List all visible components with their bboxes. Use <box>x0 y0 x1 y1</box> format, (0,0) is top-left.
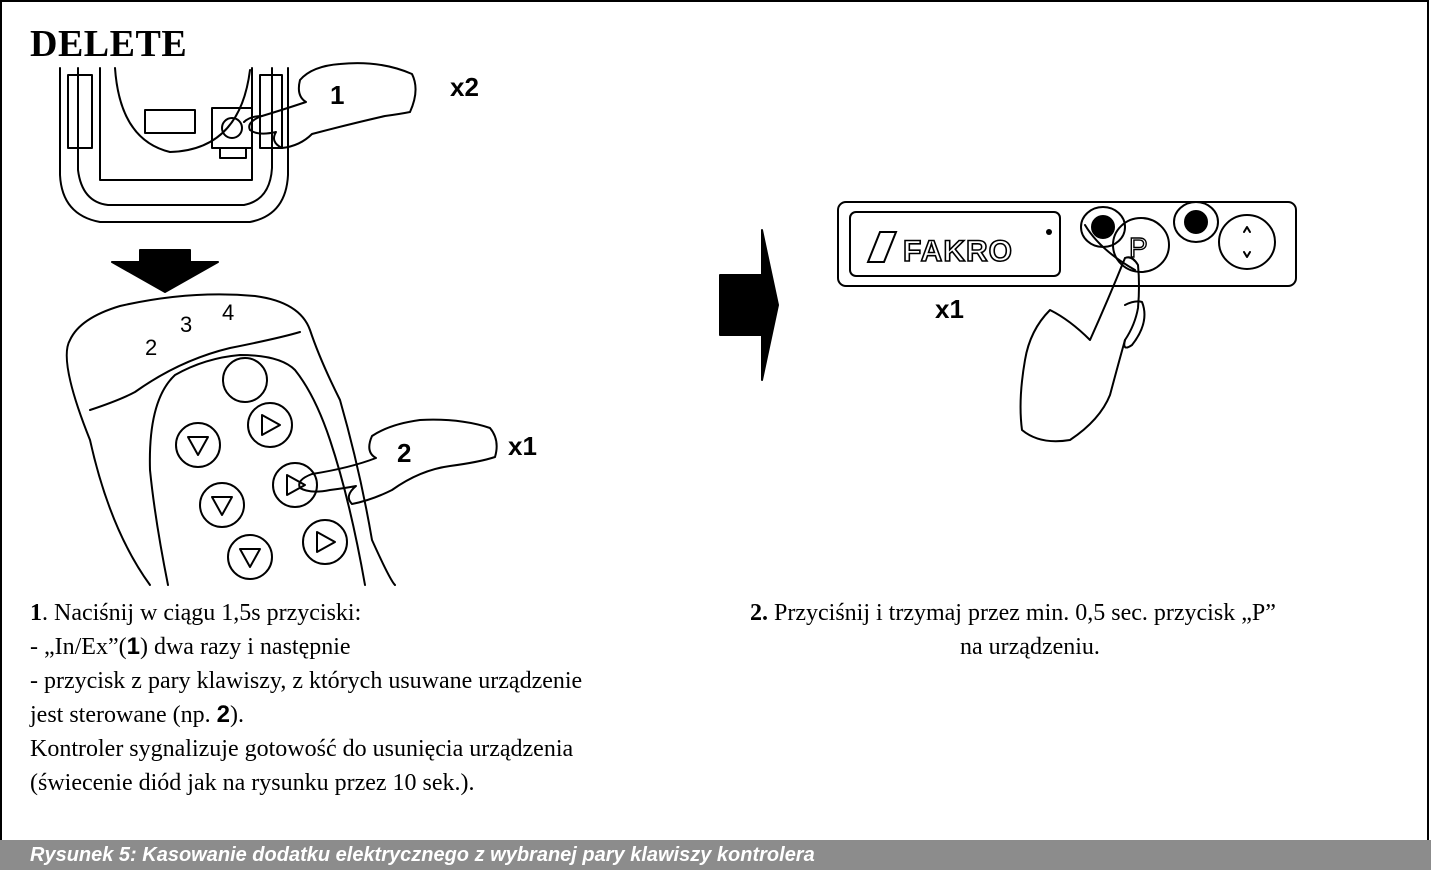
right-arrow <box>719 229 779 381</box>
step1-line: - „In/Ex”( <box>30 634 127 660</box>
step1-line: ) dwa razy i następnie <box>139 634 351 660</box>
step1-instructions: 1. Naciśnij w ciągu 1,5s przyciski: - „I… <box>30 596 582 800</box>
step1-number: 1 <box>30 600 42 626</box>
step1-line: . Naciśnij w ciągu 1,5s przyciski: <box>42 600 362 626</box>
step2-number: 2. <box>750 600 768 626</box>
step1-line-bold: 1 <box>126 633 140 660</box>
step1-line-bold: 2 <box>216 701 230 728</box>
brand-text: FAKRO <box>903 235 1013 268</box>
step1-line: (świecenie diód jak na rysunku przez 10 … <box>30 770 475 796</box>
receiver-panel-drawing <box>837 201 1297 443</box>
step1-line: Kontroler sygnalizuje gotowość do usunię… <box>30 736 574 762</box>
remote-key-number: 4 <box>222 300 234 325</box>
step1-line: jest sterowane (np. <box>30 702 217 728</box>
step2-label: 2 <box>397 438 411 468</box>
step1-repeat: x2 <box>450 72 479 102</box>
step1-line: ). <box>229 702 244 728</box>
step2-repeat: x1 <box>508 431 537 461</box>
receiver-repeat: x1 <box>935 294 964 324</box>
step2-line: na urządzeniu. <box>960 634 1100 660</box>
step1-line: - przycisk z pary klawiszy, z których us… <box>30 668 583 694</box>
fakro-logo: FAKRO <box>866 229 1052 269</box>
illustration: FAKRO P 2 3 4 1 x2 2 x1 x1 <box>59 62 1297 586</box>
step2-line: Przyciśnij i trzymaj przez min. 0,5 sec.… <box>768 600 1276 626</box>
page-title: DELETE <box>30 23 188 65</box>
remote-key-number: 2 <box>145 335 157 360</box>
step1-label: 1 <box>330 80 344 110</box>
wall-device-drawing <box>59 62 417 223</box>
remote-control-drawing <box>65 293 498 586</box>
step2-instructions: 2. Przyciśnij i trzymaj przez min. 0,5 s… <box>750 596 1276 664</box>
down-arrow <box>111 249 219 293</box>
p-button-letter: P <box>1129 232 1148 263</box>
remote-key-number: 3 <box>180 312 192 337</box>
figure-caption: Rysunek 5: Kasowanie dodatku elektryczne… <box>0 840 1431 870</box>
